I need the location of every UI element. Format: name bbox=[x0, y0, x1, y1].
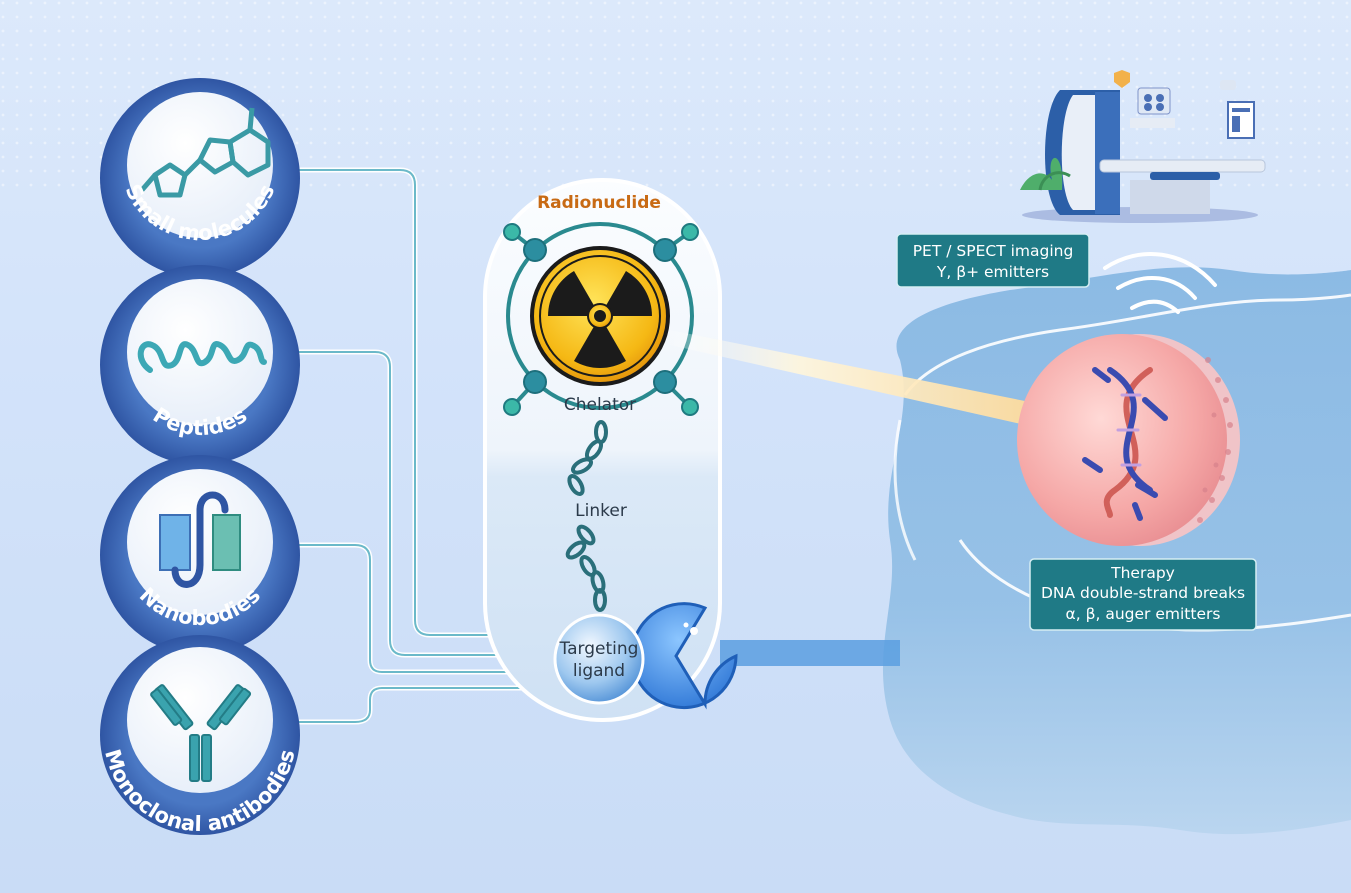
targeting-ligand-label-line1: Targeting bbox=[559, 639, 639, 659]
targeting-ligand: Targeting ligand bbox=[553, 613, 645, 705]
peptide-helix-icon bbox=[137, 341, 267, 373]
antibody-icon bbox=[150, 684, 252, 782]
radionuclide-label: Radionuclide bbox=[537, 193, 661, 213]
chelator-label: Chelator bbox=[564, 395, 636, 415]
therapy-box-line2: DNA double-strand breaks bbox=[1041, 584, 1245, 602]
ligand-peptides: Peptides bbox=[100, 265, 300, 465]
imaging-box-line2: Y, β+ emitters bbox=[936, 263, 1049, 281]
imaging-box-line1: PET / SPECT imaging bbox=[913, 242, 1074, 260]
ligand-nanobodies: Nanobodies bbox=[100, 455, 300, 655]
radioligand-conjugate: Radionuclide bbox=[483, 178, 722, 722]
therapy-label-box: Therapy DNA double-strand breaks α, β, a… bbox=[1029, 558, 1257, 631]
imaging-label-box: PET / SPECT imaging Y, β+ emitters bbox=[896, 233, 1090, 288]
ligand-small-molecules: Small molecules bbox=[100, 78, 300, 278]
targeting-ligand-label-line2: ligand bbox=[573, 661, 625, 681]
chelator-ring bbox=[503, 222, 699, 416]
radiation-beam bbox=[670, 330, 1095, 440]
pet-scanner-icon bbox=[1020, 70, 1266, 223]
nanobody-icon bbox=[159, 491, 241, 588]
signal-waves-icon bbox=[1103, 251, 1217, 314]
receptor-stalk bbox=[720, 640, 900, 666]
chain-linker-icon bbox=[565, 420, 608, 612]
tumor-cell bbox=[1017, 334, 1240, 546]
therapy-box-line3: α, β, auger emitters bbox=[1066, 605, 1221, 623]
dna-double-helix-icon bbox=[1082, 367, 1168, 521]
small-molecule-icon bbox=[140, 107, 271, 198]
therapy-box-line1: Therapy bbox=[1110, 564, 1175, 582]
linker-label: Linker bbox=[575, 501, 627, 521]
radiation-icon bbox=[530, 246, 670, 386]
ligand-monoclonal-antibodies: Monoclonal antibodies bbox=[100, 635, 300, 836]
